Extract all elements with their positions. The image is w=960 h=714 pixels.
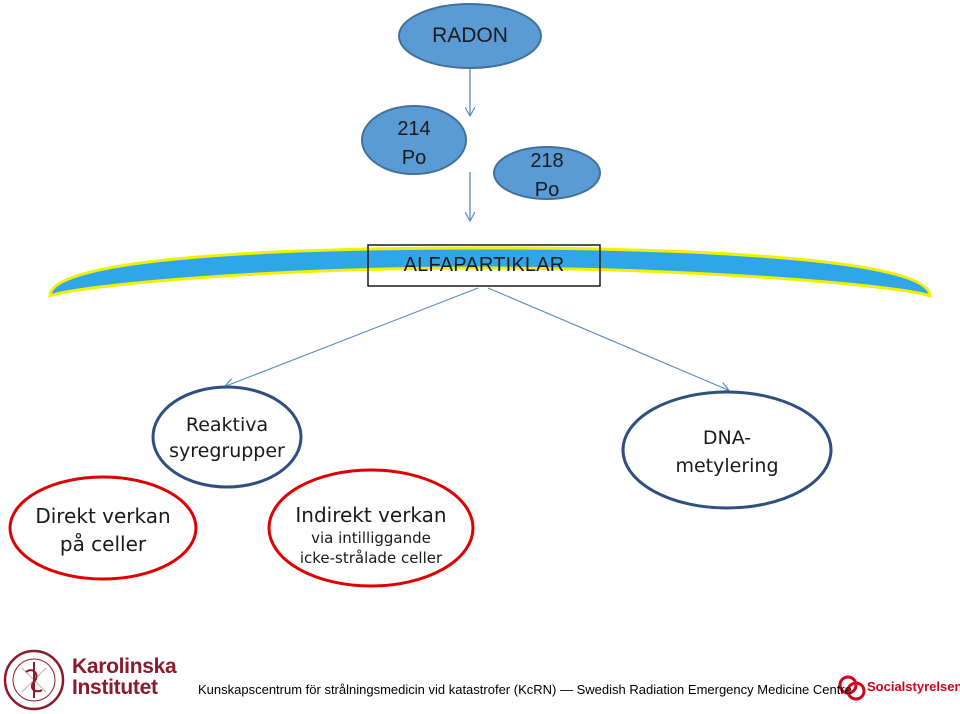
- po218-node: [493, 146, 601, 200]
- indirekt-sub1: via intilliggande: [311, 529, 431, 547]
- dna-line2: metylering: [675, 455, 779, 477]
- direkt-line1: Direkt verkan: [35, 504, 171, 528]
- po218-label: 218 Po: [494, 147, 600, 205]
- direkt-node: [8, 475, 198, 581]
- direkt-line2: på celler: [59, 532, 147, 556]
- reaktiva-line1: Reaktiva: [185, 414, 269, 436]
- footer-caption: Kunskapscentrum för strålningsmedicin vi…: [198, 682, 852, 697]
- arrow-alfa-to-reaktiva: [226, 287, 479, 386]
- po214-label: 214 Po: [362, 115, 466, 173]
- indirekt-title: Indirekt verkan: [295, 503, 447, 527]
- footer-caption-part1: Kunskapscentrum för strålningsmedicin vi…: [198, 682, 557, 697]
- reaktiva-node: [151, 385, 303, 489]
- po214-node: [361, 105, 467, 175]
- dna-node: [621, 390, 833, 510]
- socialstyrelsen-logo-text: Socialstyrelsen: [867, 679, 960, 694]
- po214-symbol: Po: [401, 147, 427, 169]
- karolinska-title-1: Karolinska: [72, 655, 177, 678]
- radon-node: [398, 3, 542, 69]
- po218-symbol: Po: [534, 179, 560, 201]
- dna-line1: DNA-: [702, 427, 752, 449]
- alfapartiklar-label: ALFAPARTIKLAR: [403, 254, 565, 276]
- alfapartiklar-box: [367, 244, 601, 287]
- socialstyrelsen-emblem-icon: [838, 675, 866, 701]
- karolinska-title-2: Institutet: [72, 676, 158, 699]
- dna-label: DNA- metylering: [623, 424, 831, 480]
- footer-caption-sep: —: [559, 682, 573, 697]
- po218-number: 218: [530, 150, 564, 172]
- karolinska-logo-text: Karolinska Institutet: [72, 655, 177, 699]
- radon-label: RADON: [432, 24, 508, 47]
- footer-caption-part2: Swedish Radiation Emergency Medicine Cen…: [576, 682, 852, 697]
- indirekt-sub2: icke-strålade celler: [299, 549, 443, 567]
- karolinska-seal-icon: [3, 649, 65, 711]
- indirekt-label: Indirekt verkan via intilliggande icke-s…: [269, 502, 473, 568]
- po214-number: 214: [397, 118, 431, 140]
- reaktiva-line2: syregrupper: [169, 440, 285, 462]
- alfa-arc-band: [48, 246, 932, 299]
- direkt-label: Direkt verkan på celler: [10, 502, 196, 558]
- indirekt-node: [267, 468, 475, 588]
- arrow-alfa-to-dna: [487, 287, 728, 390]
- reaktiva-label: Reaktiva syregrupper: [153, 412, 301, 464]
